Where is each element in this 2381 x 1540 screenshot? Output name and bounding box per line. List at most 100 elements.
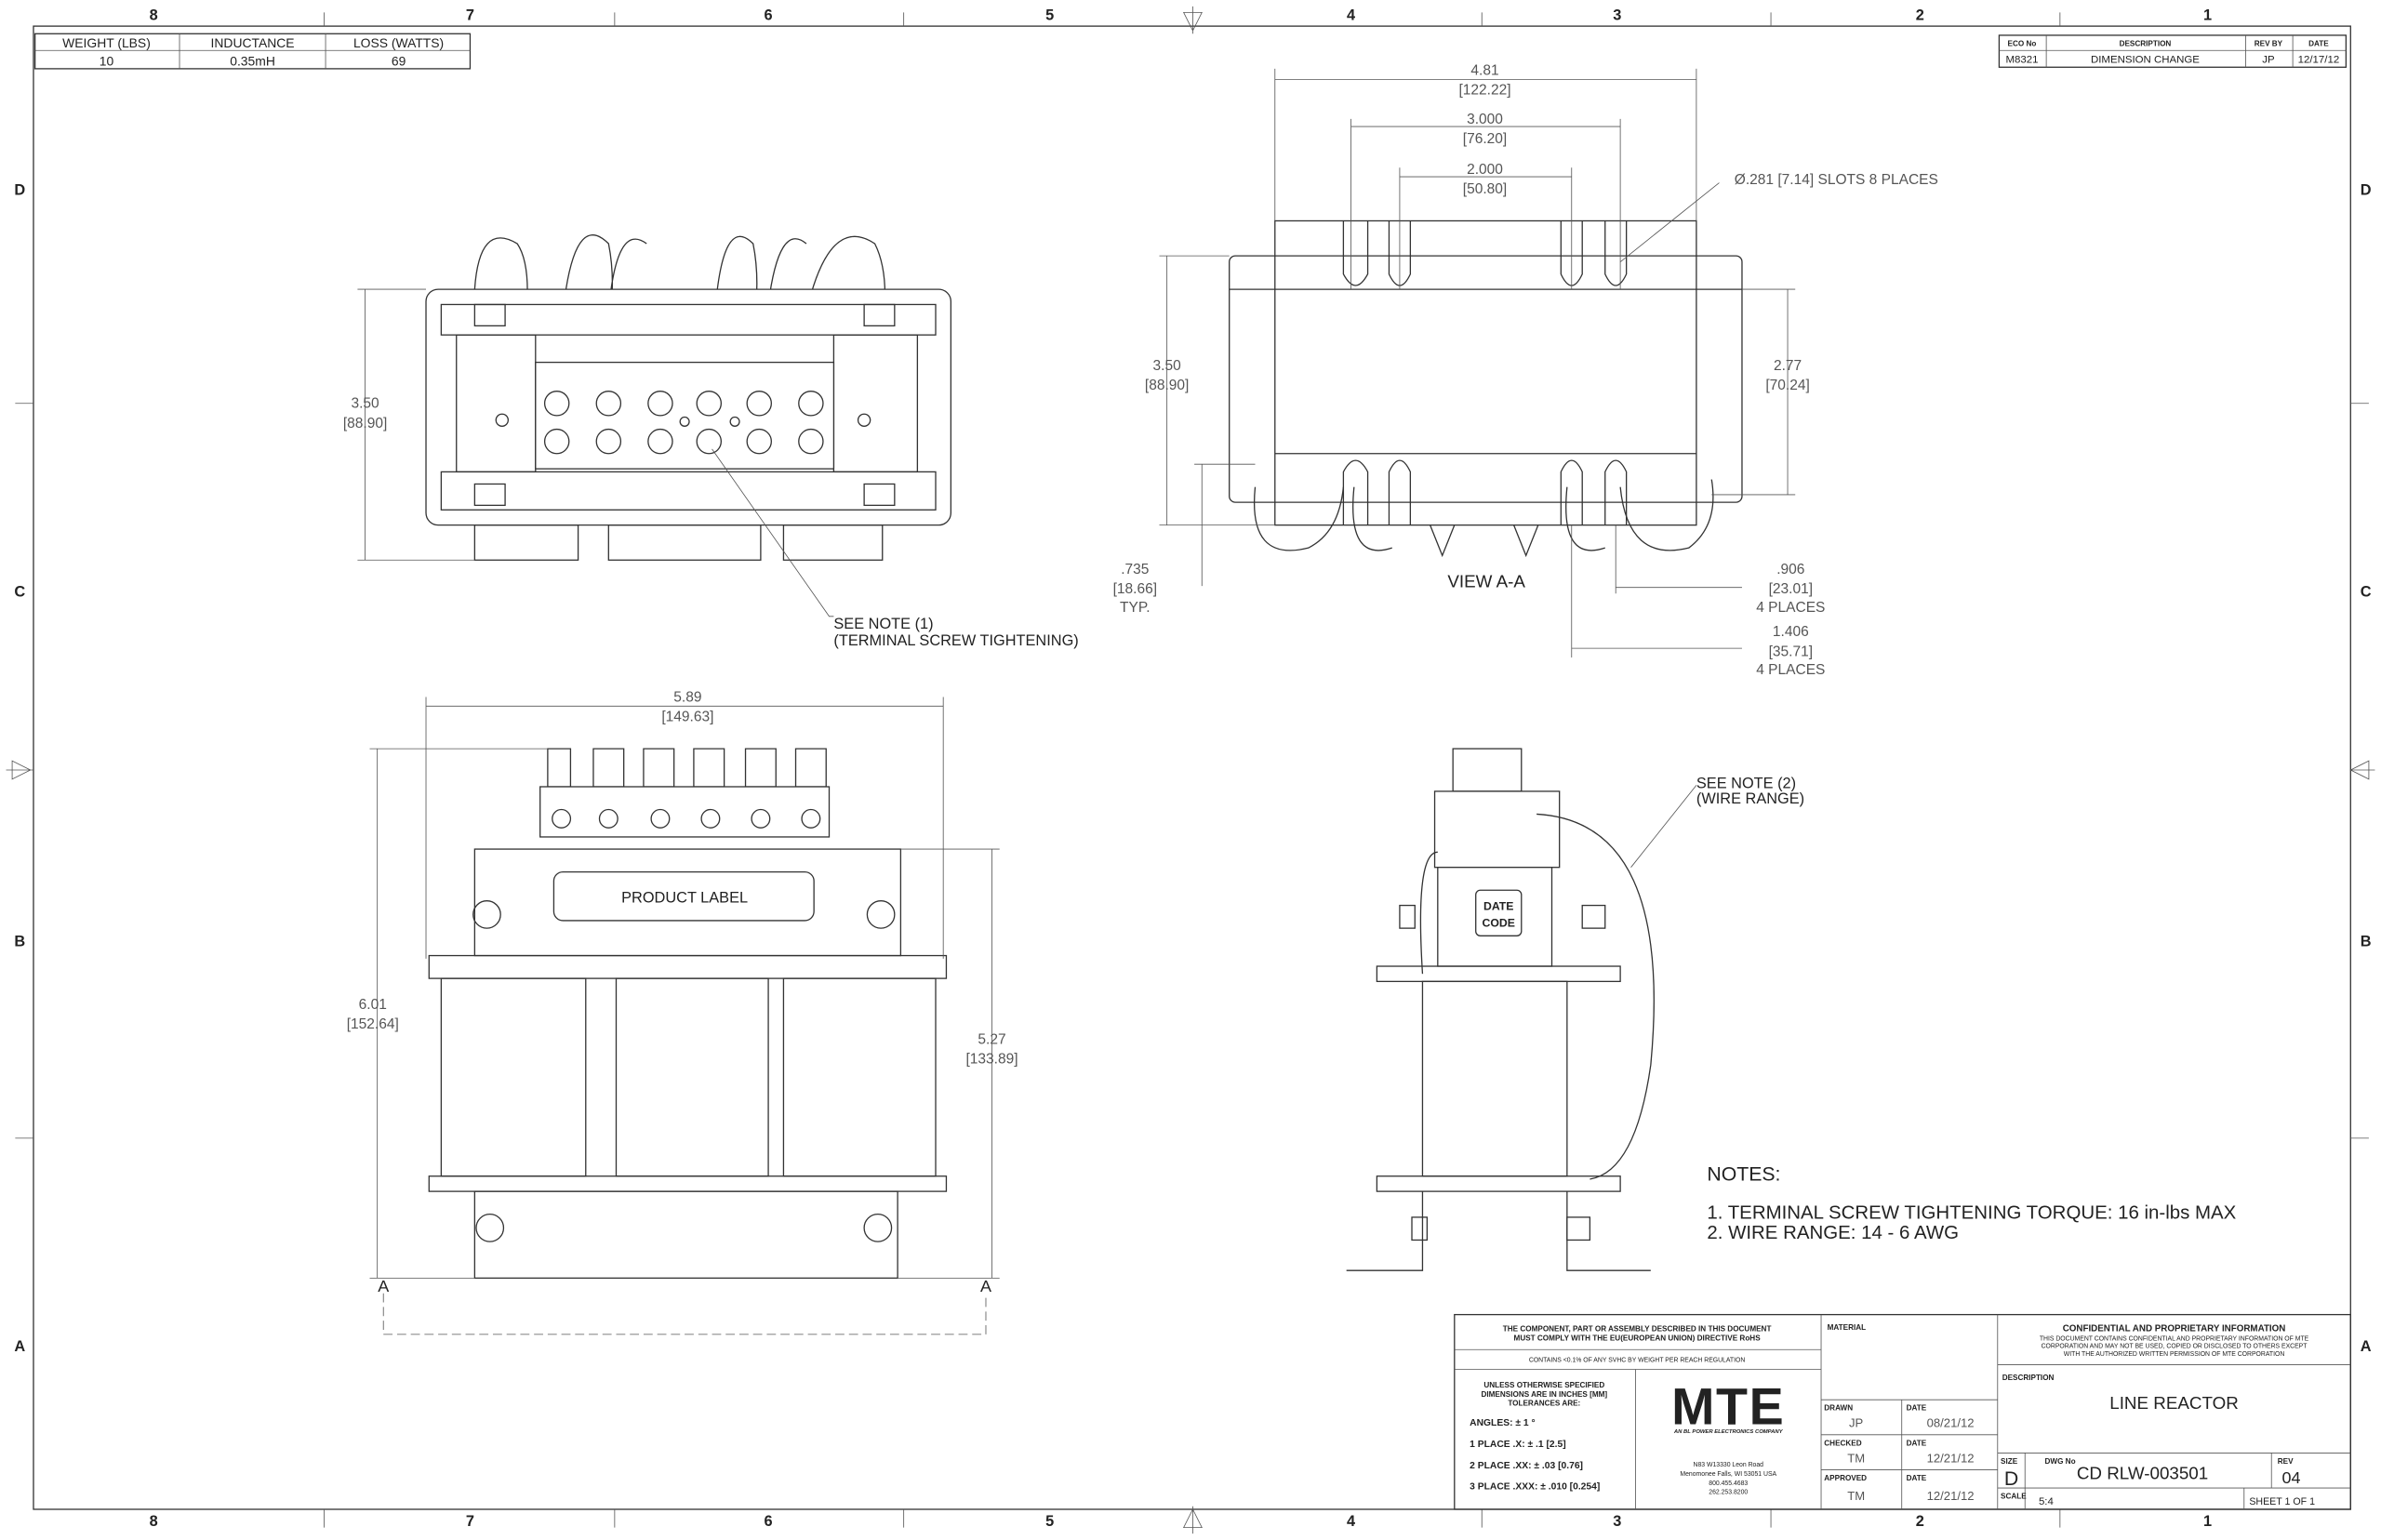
zone-row-c: C: [2361, 584, 2372, 601]
phone-1: 800.455.4683: [1709, 1480, 1748, 1487]
zone-labels-sides: D C B A D C B A: [14, 182, 2371, 1355]
top-view: 5.89 [149.63] 6.01 [152.64] 5.27 [133.89…: [347, 689, 1018, 1335]
specs-value-inductance: 0.35mH: [230, 54, 275, 69]
zone-col-1: 1: [2203, 1513, 2212, 1530]
approved-by: TM: [1847, 1489, 1865, 1503]
title-block: THE COMPONENT, PART OR ASSEMBLY DESCRIBE…: [1454, 1313, 2351, 1510]
revision: 04: [2281, 1468, 2300, 1487]
tolerance-line-3: TOLERANCES ARE:: [1508, 1400, 1580, 1408]
terminal-screws: [543, 391, 824, 455]
date-code-label-2: CODE: [1483, 916, 1515, 929]
aa-slot-outer-in: 3.000: [1467, 112, 1503, 127]
top-height-mm: [152.64]: [347, 1016, 399, 1032]
zone-col-4: 4: [1347, 1513, 1355, 1530]
aa-height-in: 3.50: [1153, 358, 1182, 374]
rev-header-date: DATE: [2308, 39, 2329, 47]
aa-slot-note: Ø.281 [7.14] SLOTS 8 PLACES: [1735, 172, 1938, 188]
zone-col-6: 6: [765, 1513, 773, 1530]
rev-header-revby: REV BY: [2255, 39, 2283, 47]
see-note-1-desc: (TERMINAL SCREW TIGHTENING): [833, 632, 1078, 649]
rev-header-description: DESCRIPTION: [2120, 39, 2172, 47]
aa-slot-b-mm: [35.71]: [1769, 644, 1813, 659]
drawing-description: LINE REACTOR: [2109, 1393, 2239, 1413]
approved-date: 12/21/12: [1927, 1489, 1975, 1503]
checked-date-label: DATE: [1907, 1439, 1927, 1447]
zone-col-2: 2: [1916, 1513, 1924, 1530]
zone-row-b: B: [14, 934, 25, 950]
zone-row-d: D: [2361, 182, 2372, 199]
rohs-line-2: MUST COMPLY WITH THE EU(EUROPEAN UNION) …: [1514, 1334, 1762, 1342]
aa-slot-a-in: .906: [1776, 562, 1804, 578]
phone-2: 262.253.8200: [1709, 1490, 1748, 1496]
reach-statement: CONTAINS <0.1% OF ANY SVHC BY WEIGHT PER…: [1529, 1357, 1745, 1363]
zone-col-5: 5: [1045, 1513, 1054, 1530]
drawn-label: DRAWN: [1824, 1404, 1853, 1413]
zone-row-c: C: [14, 584, 25, 601]
zone-col-3: 3: [1613, 7, 1621, 24]
aa-slot-a-mm: [23.01]: [1769, 581, 1813, 597]
see-note-1: SEE NOTE (1): [833, 616, 933, 632]
aa-width-in: 4.81: [1470, 62, 1498, 78]
note-2: 2. WIRE RANGE: 14 - 6 AWG: [1707, 1222, 1959, 1243]
rev-description: DIMENSION CHANGE: [2091, 54, 2200, 65]
top-width-mm: [149.63]: [661, 710, 713, 725]
approved-label: APPROVED: [1824, 1474, 1867, 1482]
zone-col-5: 5: [1045, 7, 1054, 24]
front-view: 3.50 [88.90] SEE NOTE (1) (TERMINAL SCRE…: [343, 234, 1079, 649]
sheet-size: D: [2004, 1467, 2018, 1490]
specs-header-inductance: INDUCTANCE: [211, 35, 295, 50]
checked-date: 12/21/12: [1927, 1451, 1975, 1465]
aa-slot-inner-in: 2.000: [1467, 162, 1503, 178]
scale-value: 5:4: [2039, 1496, 2055, 1507]
top-inner-height-mm: [133.89]: [965, 1052, 1018, 1068]
product-label: PRODUCT LABEL: [621, 889, 748, 906]
drawn-date: 08/21/12: [1927, 1416, 1975, 1430]
aa-inner-height-mm: [70.24]: [1765, 378, 1809, 393]
scale-label: SCALE: [2001, 1493, 2027, 1501]
specs-header-weight: WEIGHT (LBS): [62, 35, 151, 50]
sheet-number: SHEET 1 OF 1: [2249, 1496, 2315, 1507]
front-height-in: 3.50: [351, 396, 379, 412]
top-inner-height-in: 5.27: [978, 1031, 1005, 1047]
front-height-mm: [88.90]: [343, 416, 387, 431]
aa-foot-note: TYP.: [1120, 600, 1150, 616]
tolerance-line-2: DIMENSIONS ARE IN INCHES [MM]: [1481, 1390, 1607, 1399]
revision-table: ECO No DESCRIPTION REV BY DATE M8321 DIM…: [1998, 34, 2348, 68]
zone-col-7: 7: [466, 7, 474, 24]
see-note-2-desc: (WIRE RANGE): [1696, 790, 1804, 807]
rohs-line-1: THE COMPONENT, PART OR ASSEMBLY DESCRIBE…: [1503, 1325, 1772, 1334]
aa-slot-b-in: 1.406: [1773, 624, 1809, 640]
confidential-title: CONFIDENTIAL AND PROPRIETARY INFORMATION: [2063, 1324, 2286, 1334]
zone-col-3: 3: [1613, 1513, 1621, 1530]
drawn-by: JP: [1849, 1416, 1864, 1430]
notes-title: NOTES:: [1707, 1163, 1780, 1186]
aa-slot-b-note: 4 PLACES: [1756, 662, 1825, 678]
aa-inner-height-in: 2.77: [1774, 358, 1802, 374]
checked-by: TM: [1847, 1451, 1865, 1465]
material-label: MATERIAL: [1828, 1323, 1867, 1332]
specs-value-loss: 69: [392, 54, 406, 69]
note-1: 1. TERMINAL SCREW TIGHTENING TORQUE: 16 …: [1707, 1202, 2236, 1224]
zone-row-a: A: [14, 1338, 25, 1355]
drawn-date-label: DATE: [1907, 1404, 1927, 1413]
zone-labels-top: 8 7 6 5 4 3 2 1: [150, 7, 2212, 24]
specs-table: WEIGHT (LBS) INDUCTANCE LOSS (WATTS) 10 …: [33, 33, 472, 70]
top-height-in: 6.01: [359, 997, 387, 1013]
aa-foot-mm: [18.66]: [1113, 581, 1157, 597]
specs-value-weight: 10: [100, 54, 114, 69]
aa-width-mm: [122.22]: [1458, 83, 1510, 99]
zone-row-d: D: [14, 182, 25, 199]
specs-header-loss: LOSS (WATTS): [353, 35, 444, 50]
confidential-line-1: THIS DOCUMENT CONTAINS CONFIDENTIAL AND …: [2040, 1335, 2309, 1342]
size-label: SIZE: [2001, 1457, 2018, 1466]
date-code-label-1: DATE: [1483, 899, 1513, 912]
dwg-no-label: DWG No: [2044, 1457, 2075, 1466]
rev-by: JP: [2262, 54, 2275, 65]
zone-col-8: 8: [150, 1513, 158, 1530]
side-view: DATE CODE SEE NOTE (2) (WIRE RANGE): [1346, 748, 1804, 1271]
tolerance-2-place: 2 PLACE .XX: ± .03 [0.76]: [1470, 1461, 1583, 1471]
tolerance-angles: ANGLES: ± 1 °: [1470, 1418, 1535, 1428]
zone-col-6: 6: [765, 7, 773, 24]
confidential-line-3: WITH THE AUTHORIZED WRITTEN PERMISSION O…: [2064, 1351, 2285, 1358]
